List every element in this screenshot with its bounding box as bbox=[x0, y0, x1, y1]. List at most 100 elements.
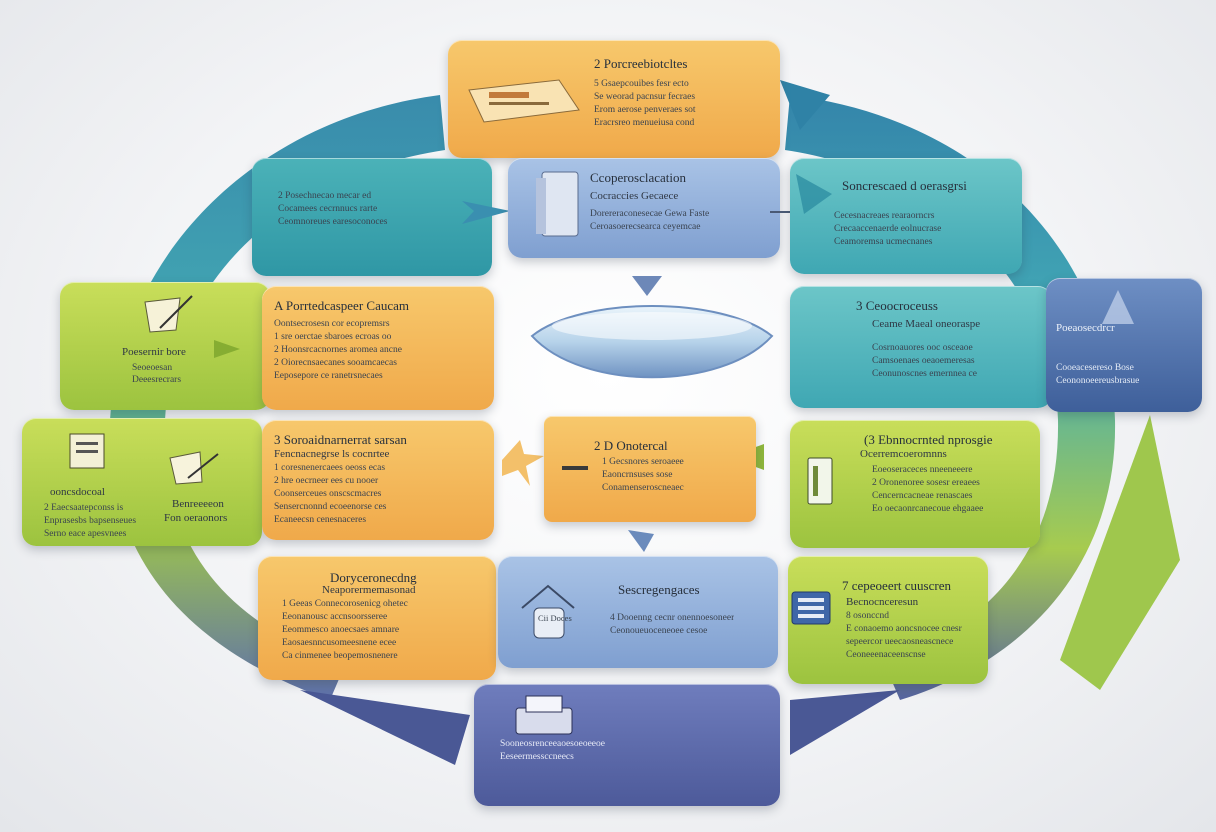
text-line: Serno eace apesvnees bbox=[44, 529, 127, 539]
card-lower-left-orange-lines: 1 coresnenercaees oeoss ecas 2 hre oecrn… bbox=[274, 462, 386, 527]
text-line: 1 Geeas Connecorosenicg ohetec bbox=[282, 599, 408, 609]
text-line: Eracrsreo menueiusa cond bbox=[594, 118, 695, 128]
card-lower-right-lime-heading: (3 Ebnnocrnted nprosgie bbox=[864, 432, 993, 447]
text-line: Conamenseroscneaec bbox=[602, 483, 684, 493]
card-bottom-left-orange-heading: Doryceronecdng bbox=[330, 570, 417, 585]
text-line: Cosrnoauores ooc osceaoe bbox=[872, 343, 973, 353]
card-mid-left-lime: Poesernir bore Seoeoesan Deeesrecrars bbox=[60, 282, 270, 410]
card-mid-right-steel: Poeaosecdrcr Cooeacesereso Bose Ceononoe… bbox=[1046, 278, 1202, 412]
house-icon bbox=[518, 582, 578, 644]
text-line: Cooeacesereso Bose bbox=[1056, 363, 1134, 373]
text-line: 1 coresnenercaees oeoss ecas bbox=[274, 463, 386, 473]
card-mid-left-lime-label1: Poesernir bore bbox=[122, 346, 186, 358]
text-line: sepeercor ueecaosneascnece bbox=[846, 637, 954, 647]
card-lower-left-orange-sub: Fencnacnegrse ls cocnrtee bbox=[274, 448, 390, 460]
text-line: 5 Gsaepcouibes fesr ecto bbox=[594, 79, 689, 89]
text-line: 2 Posechnecao mecar ed bbox=[278, 191, 372, 201]
card-top-lines: 5 Gsaepcouibes fesr ecto Se weorad pacns… bbox=[594, 78, 696, 130]
text-line: Cencerncacneae renascaes bbox=[872, 491, 973, 501]
card-center-top-sub: Cocraccies Gecaece bbox=[590, 190, 679, 202]
text-line: 8 osonccnd bbox=[846, 611, 890, 621]
card-upper-right-heading: Soncrescaed d oerasgrsi bbox=[842, 178, 967, 193]
card-bottom-center-blue-lines: 4 Dooenng cecnr onennoesoneer Ceonoueuoc… bbox=[610, 612, 734, 638]
card-mid-right-teal: 3 Ceoocroceuss Ceame Maeal oneoraspe Cos… bbox=[790, 286, 1052, 408]
text-line: 2 Hoonsrcacnornes aromea ancne bbox=[274, 345, 402, 355]
text-line: Ceoneeenaceenscnse bbox=[846, 650, 926, 660]
text-line: Coonserceues onscscmacres bbox=[274, 489, 382, 499]
card-lower-left-lime: ooncsdocoal 2 Eaecsaatepconss is Enprase… bbox=[22, 418, 262, 546]
card-lower-right-lime-lines: Eoeoseraceces nneeneeere 2 Oronenoree so… bbox=[872, 464, 983, 516]
card-bottom-right-lime-heading: 7 cepeoeert cuuscren bbox=[842, 578, 951, 593]
battery-icon bbox=[791, 591, 831, 625]
text-line: 2 Oiorecnsaecanes sooamcaecas bbox=[274, 358, 397, 368]
text-line: Eaosaesnncusomeesnene ecee bbox=[282, 638, 397, 648]
arrow-right-icon bbox=[794, 168, 834, 218]
card-bottom-right-lime-sub: Becnocnceresun bbox=[846, 596, 919, 608]
printer-icon bbox=[510, 692, 580, 742]
text-line: Erom aerose penveraes sot bbox=[594, 105, 696, 115]
text-line: Ceononoeereusbrasue bbox=[1056, 376, 1140, 386]
text-line: Cecesnacreaes rearaorncrs bbox=[834, 211, 935, 221]
text-line: Se weorad pacnsur fecraes bbox=[594, 92, 696, 102]
text-line: Ca cinmenee beopemosnenere bbox=[282, 651, 398, 661]
card-mid-left-lime-label3: Deeesrecrars bbox=[132, 375, 182, 385]
text-line: Sensercnonnd ecoeenorse ces bbox=[274, 502, 387, 512]
text-line: E conaoemo aoncsnocee cnesr bbox=[846, 624, 962, 634]
card-center-box-heading: 2 D Onotercal bbox=[594, 438, 668, 453]
text-line: Enprasesbs bapsenseues bbox=[44, 516, 137, 526]
card-upper-left-lines: 2 Posechnecao mecar ed Cocamees cecrnnuc… bbox=[278, 190, 387, 229]
text-line: Ecaneecsn cenesnaceres bbox=[274, 515, 367, 525]
pen-icon bbox=[168, 448, 220, 488]
text-line: 1 Gecsnores seroaeee bbox=[602, 457, 684, 467]
card-center-top-heading: Ccoperosclacation bbox=[590, 170, 687, 185]
card-center-top: Ccoperosclacation Cocraccies Gecaece Dor… bbox=[508, 158, 780, 258]
card-bottom-right-lime: 7 cepeoeert cuuscren Becnocnceresun 8 os… bbox=[788, 556, 988, 684]
card-lower-left-lime-lines: 2 Eaecsaatepconss is Enprasesbs bapsense… bbox=[44, 502, 136, 541]
text-line: Ceomnoreues earesoconoces bbox=[278, 217, 388, 227]
card-mid-right-teal-sub: Ceame Maeal oneoraspe bbox=[872, 318, 981, 330]
card-lower-left-orange: 3 Soroaidnarnerrat sarsan Fencnacnegrse … bbox=[262, 420, 494, 540]
text-line: Eeseermessccneecs bbox=[500, 752, 574, 762]
text-line: Ceonoueuoceneoee cesoe bbox=[610, 626, 708, 636]
card-bottom-left-orange-sub: Neaporermemasonad bbox=[322, 584, 416, 596]
arrow-right-icon bbox=[214, 340, 240, 358]
card-bottom-left-orange-lines: 1 Geeas Connecorosenicg ohetec Eeonanous… bbox=[282, 598, 408, 663]
text-line: Camsoenaes oeaoemeresas bbox=[872, 356, 975, 366]
card-center-top-lines: Dorereraconesecae Gewa Faste Ceroasoerec… bbox=[590, 208, 709, 234]
arrow-right-icon bbox=[462, 201, 510, 224]
card-lower-left-orange-heading: 3 Soroaidnarnerrat sarsan bbox=[274, 432, 407, 447]
text-line: Oontsecrosesn cor ecopremsrs bbox=[274, 319, 390, 329]
text-line: Eaoncrnsuses sose bbox=[602, 470, 673, 480]
text-line: Dorereraconesecae Gewa Faste bbox=[590, 209, 710, 219]
text-line: Ceroasoerecsearca ceyemcae bbox=[590, 222, 701, 232]
card-upper-right-lines: Cecesnacreaes rearaorncrs Crecaaccenaerd… bbox=[834, 210, 941, 249]
cone-icon bbox=[1098, 288, 1138, 328]
card-center-box: 2 D Onotercal 1 Gecsnores seroaeee Eaonc… bbox=[544, 416, 756, 522]
clipboard-icon bbox=[66, 430, 110, 474]
card-bottom-center-blue-heading: Sescregengaces bbox=[618, 582, 700, 597]
card-bottom-center-blue-badge: Cii Doces bbox=[538, 613, 572, 623]
card-center-box-lines: 1 Gecsnores seroaeee Eaoncrnsuses sose C… bbox=[602, 456, 684, 495]
card-bottom-navy-lines: Sooneosrenceeaoesoeoeeoe Eeseermessccnee… bbox=[500, 738, 605, 764]
lens-icon bbox=[530, 305, 774, 379]
card-top-heading: 2 Porcreebiotcltes bbox=[594, 56, 688, 71]
text-line: Ceonunoscnes emernnea ce bbox=[872, 369, 977, 379]
text-line: 2 Eaecsaatepconss is bbox=[44, 503, 124, 513]
connector-icon bbox=[562, 466, 588, 470]
card-lower-left-lime-label2: Fon oeraonors bbox=[164, 512, 228, 524]
pen-icon bbox=[140, 292, 200, 336]
card-lower-right-lime-sub: Ocerremcoeromnns bbox=[860, 448, 947, 460]
card-mid-right-teal-heading: 3 Ceoocroceuss bbox=[856, 298, 938, 313]
card-lower-left-lime-heading: ooncsdocoal bbox=[50, 486, 105, 498]
text-line: 4 Dooenng cecnr onennoesoneer bbox=[610, 613, 735, 623]
text-line: Eeonanousc accnsoorsseree bbox=[282, 612, 388, 622]
card-mid-left-orange-heading: A Porrtedcaspeer Caucam bbox=[274, 298, 410, 313]
card-mid-left-orange: A Porrtedcaspeer Caucam Oontsecrosesn co… bbox=[262, 286, 494, 410]
arrow-down-icon bbox=[632, 276, 662, 296]
card-mid-right-steel-lines: Cooeacesereso Bose Ceononoeereusbrasue bbox=[1056, 362, 1139, 388]
card-mid-right-steel-heading: Poeaosecdrcr bbox=[1056, 322, 1115, 334]
text-line: Eeommesco anoecsaes amnare bbox=[282, 625, 400, 635]
card-bottom-center-blue: Cii Doces Sescregengaces 4 Dooenng cecnr… bbox=[498, 556, 778, 668]
battery-icon bbox=[806, 456, 836, 508]
